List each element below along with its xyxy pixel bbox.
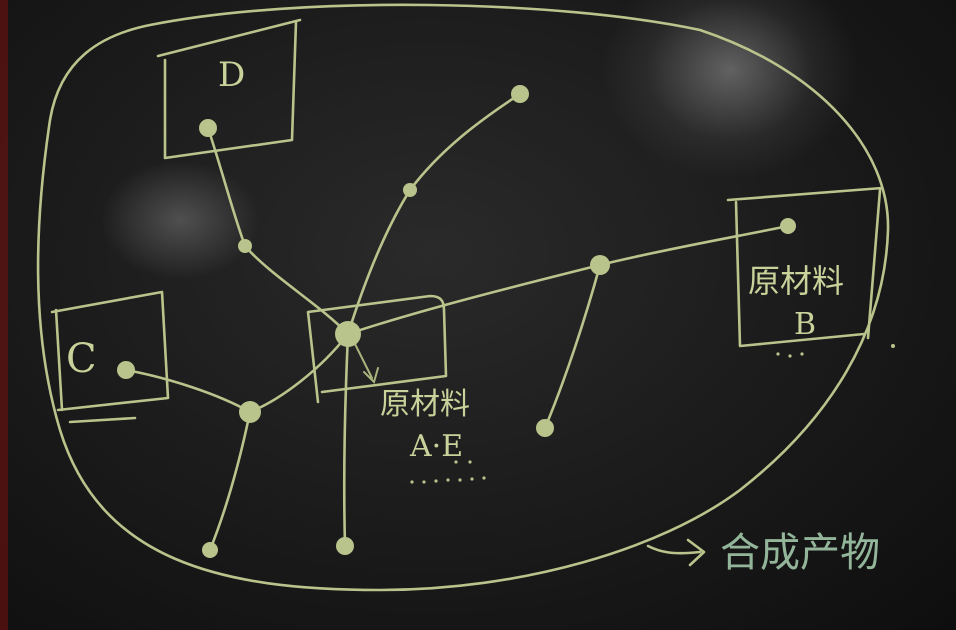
ellipsis-dots-b — [776, 352, 804, 358]
edge-hub-left-down — [208, 410, 252, 552]
enclosure-loop — [36, 3, 890, 592]
edge-d-hub — [206, 126, 350, 336]
edge-mid-down — [543, 263, 602, 430]
label-result: 合成产物 — [720, 530, 880, 576]
label-material-ae-line1: 原材料 — [380, 387, 470, 422]
node-b — [780, 218, 796, 234]
stray-dot — [891, 344, 895, 348]
arrow-to-result — [646, 538, 706, 567]
label-material-ae-line2: A·E — [409, 429, 463, 464]
ellipsis-dots-ae — [410, 460, 486, 484]
label-box-c: C — [66, 336, 97, 382]
node-bottom-left — [202, 542, 218, 558]
label-material-b-line2: B — [794, 307, 816, 342]
label-box-d: D — [218, 55, 245, 95]
node-bottom-right — [536, 419, 554, 437]
node-left-hub — [239, 401, 261, 423]
edge-hub-down — [342, 332, 350, 548]
box-center — [306, 294, 448, 404]
box-d — [156, 18, 302, 160]
edge-hub-right — [346, 224, 790, 336]
node-d — [199, 119, 217, 137]
node-right-mid — [590, 255, 610, 275]
arrow-to-ae — [351, 337, 379, 384]
label-material-b-line1: 原材料 — [748, 262, 844, 300]
node-hub — [335, 321, 361, 347]
node-d-mid — [238, 239, 252, 253]
node-top — [511, 85, 529, 103]
node-bottom-center — [336, 537, 354, 555]
node-upper-mid — [403, 183, 417, 197]
node-c — [117, 361, 135, 379]
box-c — [50, 290, 170, 424]
edge-hub-up — [346, 92, 522, 336]
box-b — [726, 186, 884, 348]
